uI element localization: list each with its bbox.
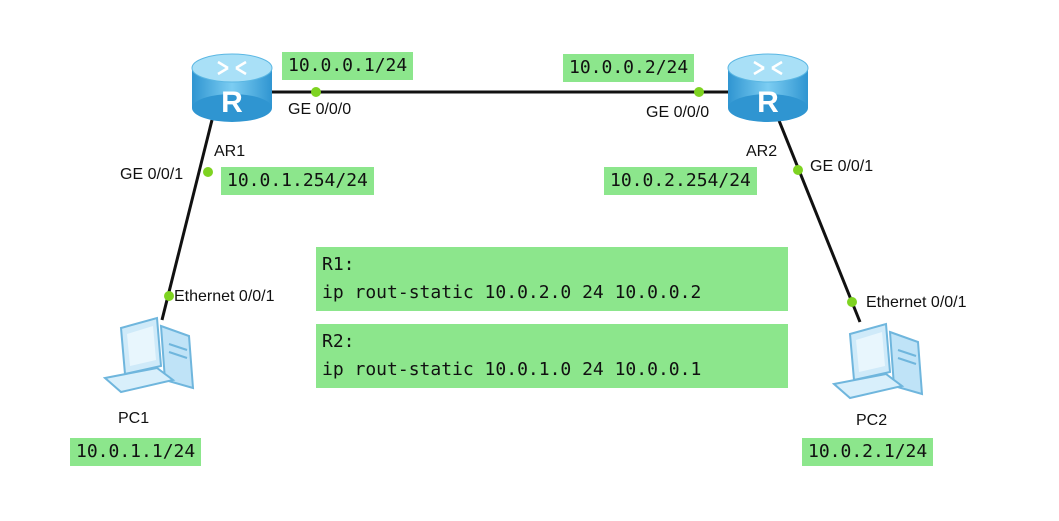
port-dot-pc2-eth [847, 297, 857, 307]
router-icon: R [727, 53, 809, 122]
device-label-pc2: PC2 [856, 412, 888, 429]
pc-icon [831, 322, 924, 400]
port-dot-ar1-ge000 [311, 87, 321, 97]
interface-label-pc1-eth: Ethernet 0/0/1 [174, 288, 275, 305]
interface-label-ar1-ge001: GE 0/0/1 [120, 166, 184, 183]
port-dot-ar2-ge000 [694, 87, 704, 97]
ip-label-pc2: 10.0.2.1/24 [802, 438, 934, 466]
link-ar2-pc2 [776, 117, 862, 323]
link-ar1-pc1 [160, 119, 214, 321]
device-label-ar2: AR2 [746, 143, 778, 160]
config-r1-command: ip rout-static 10.0.2.0 24 10.0.0.2 [322, 282, 702, 303]
router-glyph: R [221, 86, 243, 119]
device-label-pc1: PC1 [118, 410, 150, 427]
router-glyph: R [757, 86, 779, 119]
config-r2-title: R2: [322, 331, 355, 352]
interface-label-ar1-ge000: GE 0/0/0 [288, 101, 352, 118]
ip-label-pc1: 10.0.1.1/24 [70, 438, 202, 466]
pc-icon [102, 316, 195, 394]
interface-label-ar2-ge000: GE 0/0/0 [646, 104, 710, 121]
ip-label-ar1-ge000: 10.0.0.1/24 [282, 52, 414, 80]
router-icon: R [191, 53, 273, 122]
port-dot-ar2-ge001 [793, 165, 803, 175]
router-ar1[interactable]: R [188, 48, 276, 126]
port-dot-ar1-ge001 [203, 167, 213, 177]
pc-pc1[interactable] [102, 316, 195, 396]
config-box-r1: R1: ip rout-static 10.0.2.0 24 10.0.0.2 [316, 247, 788, 311]
ip-label-ar2-ge001: 10.0.2.254/24 [604, 167, 757, 195]
ip-label-ar2-ge000: 10.0.0.2/24 [563, 54, 695, 82]
device-label-ar1: AR1 [214, 143, 246, 160]
interface-label-pc2-eth: Ethernet 0/0/1 [866, 294, 967, 311]
config-box-r2: R2: ip rout-static 10.0.1.0 24 10.0.0.1 [316, 324, 788, 388]
pc-pc2[interactable] [831, 322, 924, 402]
config-r1-title: R1: [322, 254, 355, 275]
port-dot-pc1-eth [164, 291, 174, 301]
router-ar2[interactable]: R [724, 48, 812, 126]
config-r2-command: ip rout-static 10.0.1.0 24 10.0.0.1 [322, 359, 702, 380]
interface-label-ar2-ge001: GE 0/0/1 [810, 158, 874, 175]
ip-label-ar1-ge001: 10.0.1.254/24 [221, 167, 374, 195]
